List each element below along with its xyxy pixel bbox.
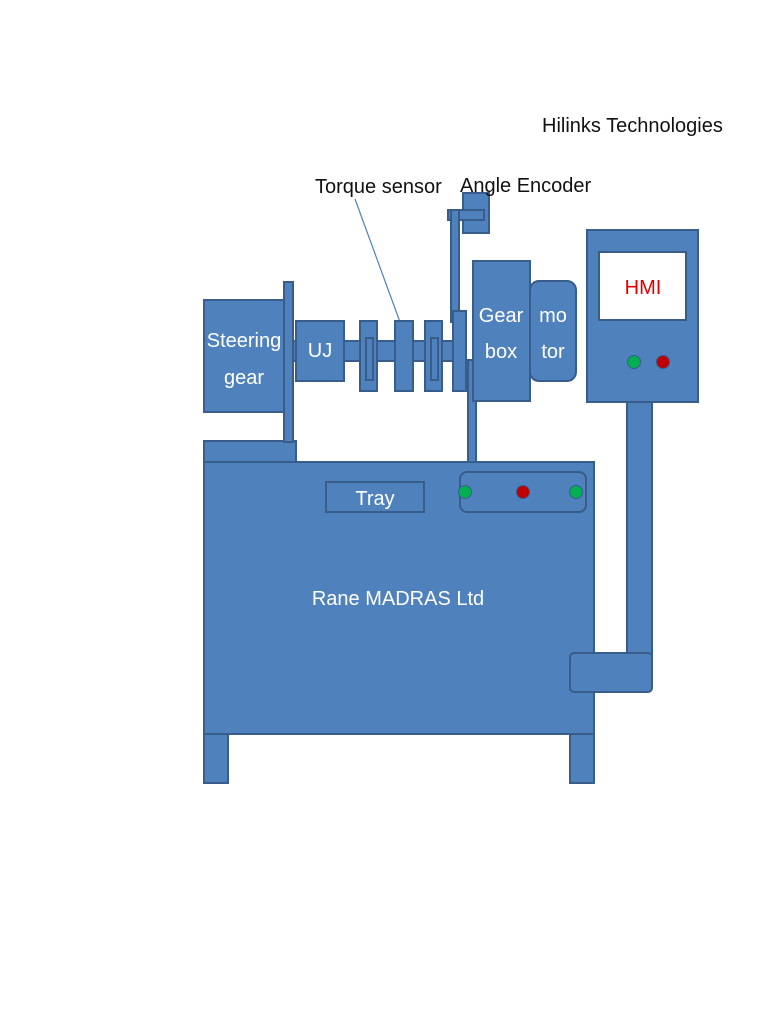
encoder-disc (452, 310, 467, 392)
company-name: Hilinks Technologies (542, 115, 723, 137)
hmi-pillar (626, 399, 653, 661)
torque-sensor-pointer (354, 198, 401, 323)
gear-box (472, 260, 531, 402)
universal-joint (295, 320, 345, 382)
angle-encoder-stem (450, 209, 460, 323)
motor (529, 280, 577, 382)
hmi-screen (598, 251, 687, 321)
tray (325, 481, 425, 513)
tray-label: Tray (355, 488, 394, 510)
torque-sensor-label: Torque sensor (315, 176, 442, 198)
steering-mount-plate (283, 281, 294, 443)
gear-box-label-line1: Gear (479, 305, 524, 327)
table-brand-label: Rane MADRAS Ltd (312, 588, 484, 610)
coupling-2-insert (430, 337, 439, 381)
hmi-screen-label: HMI (625, 277, 662, 299)
motor-label-line1: mo (539, 305, 567, 327)
steering-mount-base (203, 440, 297, 463)
steering-gear-label-line2: gear (224, 367, 264, 389)
coupling-1-insert (365, 337, 374, 381)
torque-sensor (394, 320, 414, 392)
angle-encoder-label: Angle Encoder (460, 175, 592, 197)
universal-joint-label: UJ (308, 340, 332, 362)
green-indicator-right (569, 485, 583, 499)
hmi-pillar-foot (569, 652, 653, 693)
steering-gear-label-line1: Steering (207, 330, 282, 352)
hmi-red-indicator (656, 355, 670, 369)
table-leg-left (203, 733, 229, 784)
angle-encoder-arm (447, 209, 485, 221)
table-leg-right (569, 733, 595, 784)
motor-label-line2: tor (541, 341, 565, 363)
hmi-green-indicator (627, 355, 641, 369)
steering-gear (203, 299, 285, 413)
gear-box-label-line2: box (485, 341, 517, 363)
green-indicator-left (458, 485, 472, 499)
red-indicator-center (516, 485, 530, 499)
